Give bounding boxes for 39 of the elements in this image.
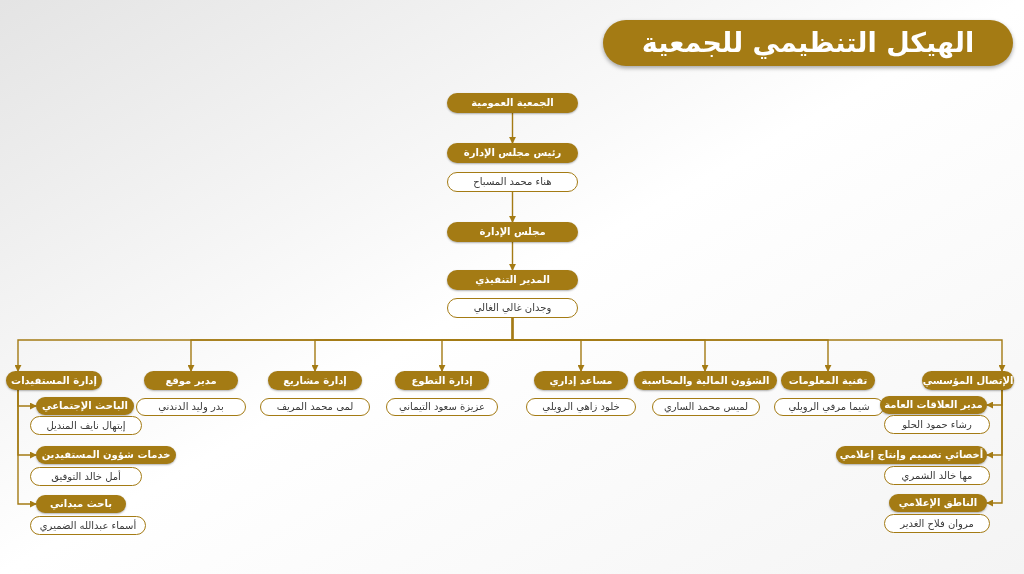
name-pill: رشاء حمود الحلو — [884, 415, 990, 434]
role-pill: باحث ميداني — [36, 495, 126, 513]
role-pill: إدارة التطوع — [395, 371, 489, 390]
role-pill: مدير العلاقات العامة — [880, 396, 987, 414]
role-pill: المدير التنفيذي — [447, 270, 578, 290]
role-pill: إدارة المستفيدات — [6, 371, 102, 390]
name-pill: لميس محمد الساري — [652, 398, 760, 416]
name-pill: أسماء عبدالله الضميري — [30, 516, 146, 535]
connector-arrow — [14, 317, 514, 372]
connector-arrow — [509, 191, 516, 223]
name-pill: وجدان غالي الغالي — [447, 298, 578, 318]
connector-arrow — [986, 389, 1003, 507]
name-pill: مروان فلاح الغدير — [884, 514, 990, 533]
connector-arrow — [17, 389, 37, 508]
role-pill: إدارة مشاريع — [268, 371, 362, 390]
connector-arrow — [509, 241, 516, 271]
name-pill: شيما مرفي الرويلي — [774, 398, 884, 416]
name-pill: لمى محمد المريف — [260, 398, 370, 416]
role-pill: تقنية المعلومات — [781, 371, 875, 390]
role-pill: خدمات شؤون المستفيدين — [36, 446, 176, 464]
role-pill: الناطق الإعلامي — [889, 494, 987, 512]
role-pill: الإتصال المؤسسي — [922, 371, 1014, 390]
role-pill: مجلس الإدارة — [447, 222, 578, 242]
name-pill: مها خالد الشمري — [884, 466, 990, 485]
role-pill: الباحث الإجتماعي — [36, 397, 134, 415]
role-pill: مدير موقع — [144, 371, 238, 390]
role-pill: أخصائي تصميم وإنتاج إعلامي — [836, 446, 987, 464]
connector-arrow — [509, 112, 516, 144]
title-banner: الهيكل التنظيمي للجمعية — [603, 20, 1013, 66]
name-pill: بدر وليد الدندني — [136, 398, 246, 416]
name-pill: أمل خالد التوفيق — [30, 467, 142, 486]
role-pill: الشؤون المالية والمحاسبة — [634, 371, 777, 390]
role-pill: رئيس مجلس الإدارة — [447, 143, 578, 163]
name-pill: هناء محمد المسباح — [447, 172, 578, 192]
name-pill: عزيزة سعود التيماني — [386, 398, 498, 416]
role-pill: مساعد إداري — [534, 371, 628, 390]
role-pill: الجمعية العمومية — [447, 93, 578, 113]
name-pill: خلود زاهي الرويلي — [526, 398, 636, 416]
name-pill: إبتهال نايف المنديل — [30, 416, 142, 435]
